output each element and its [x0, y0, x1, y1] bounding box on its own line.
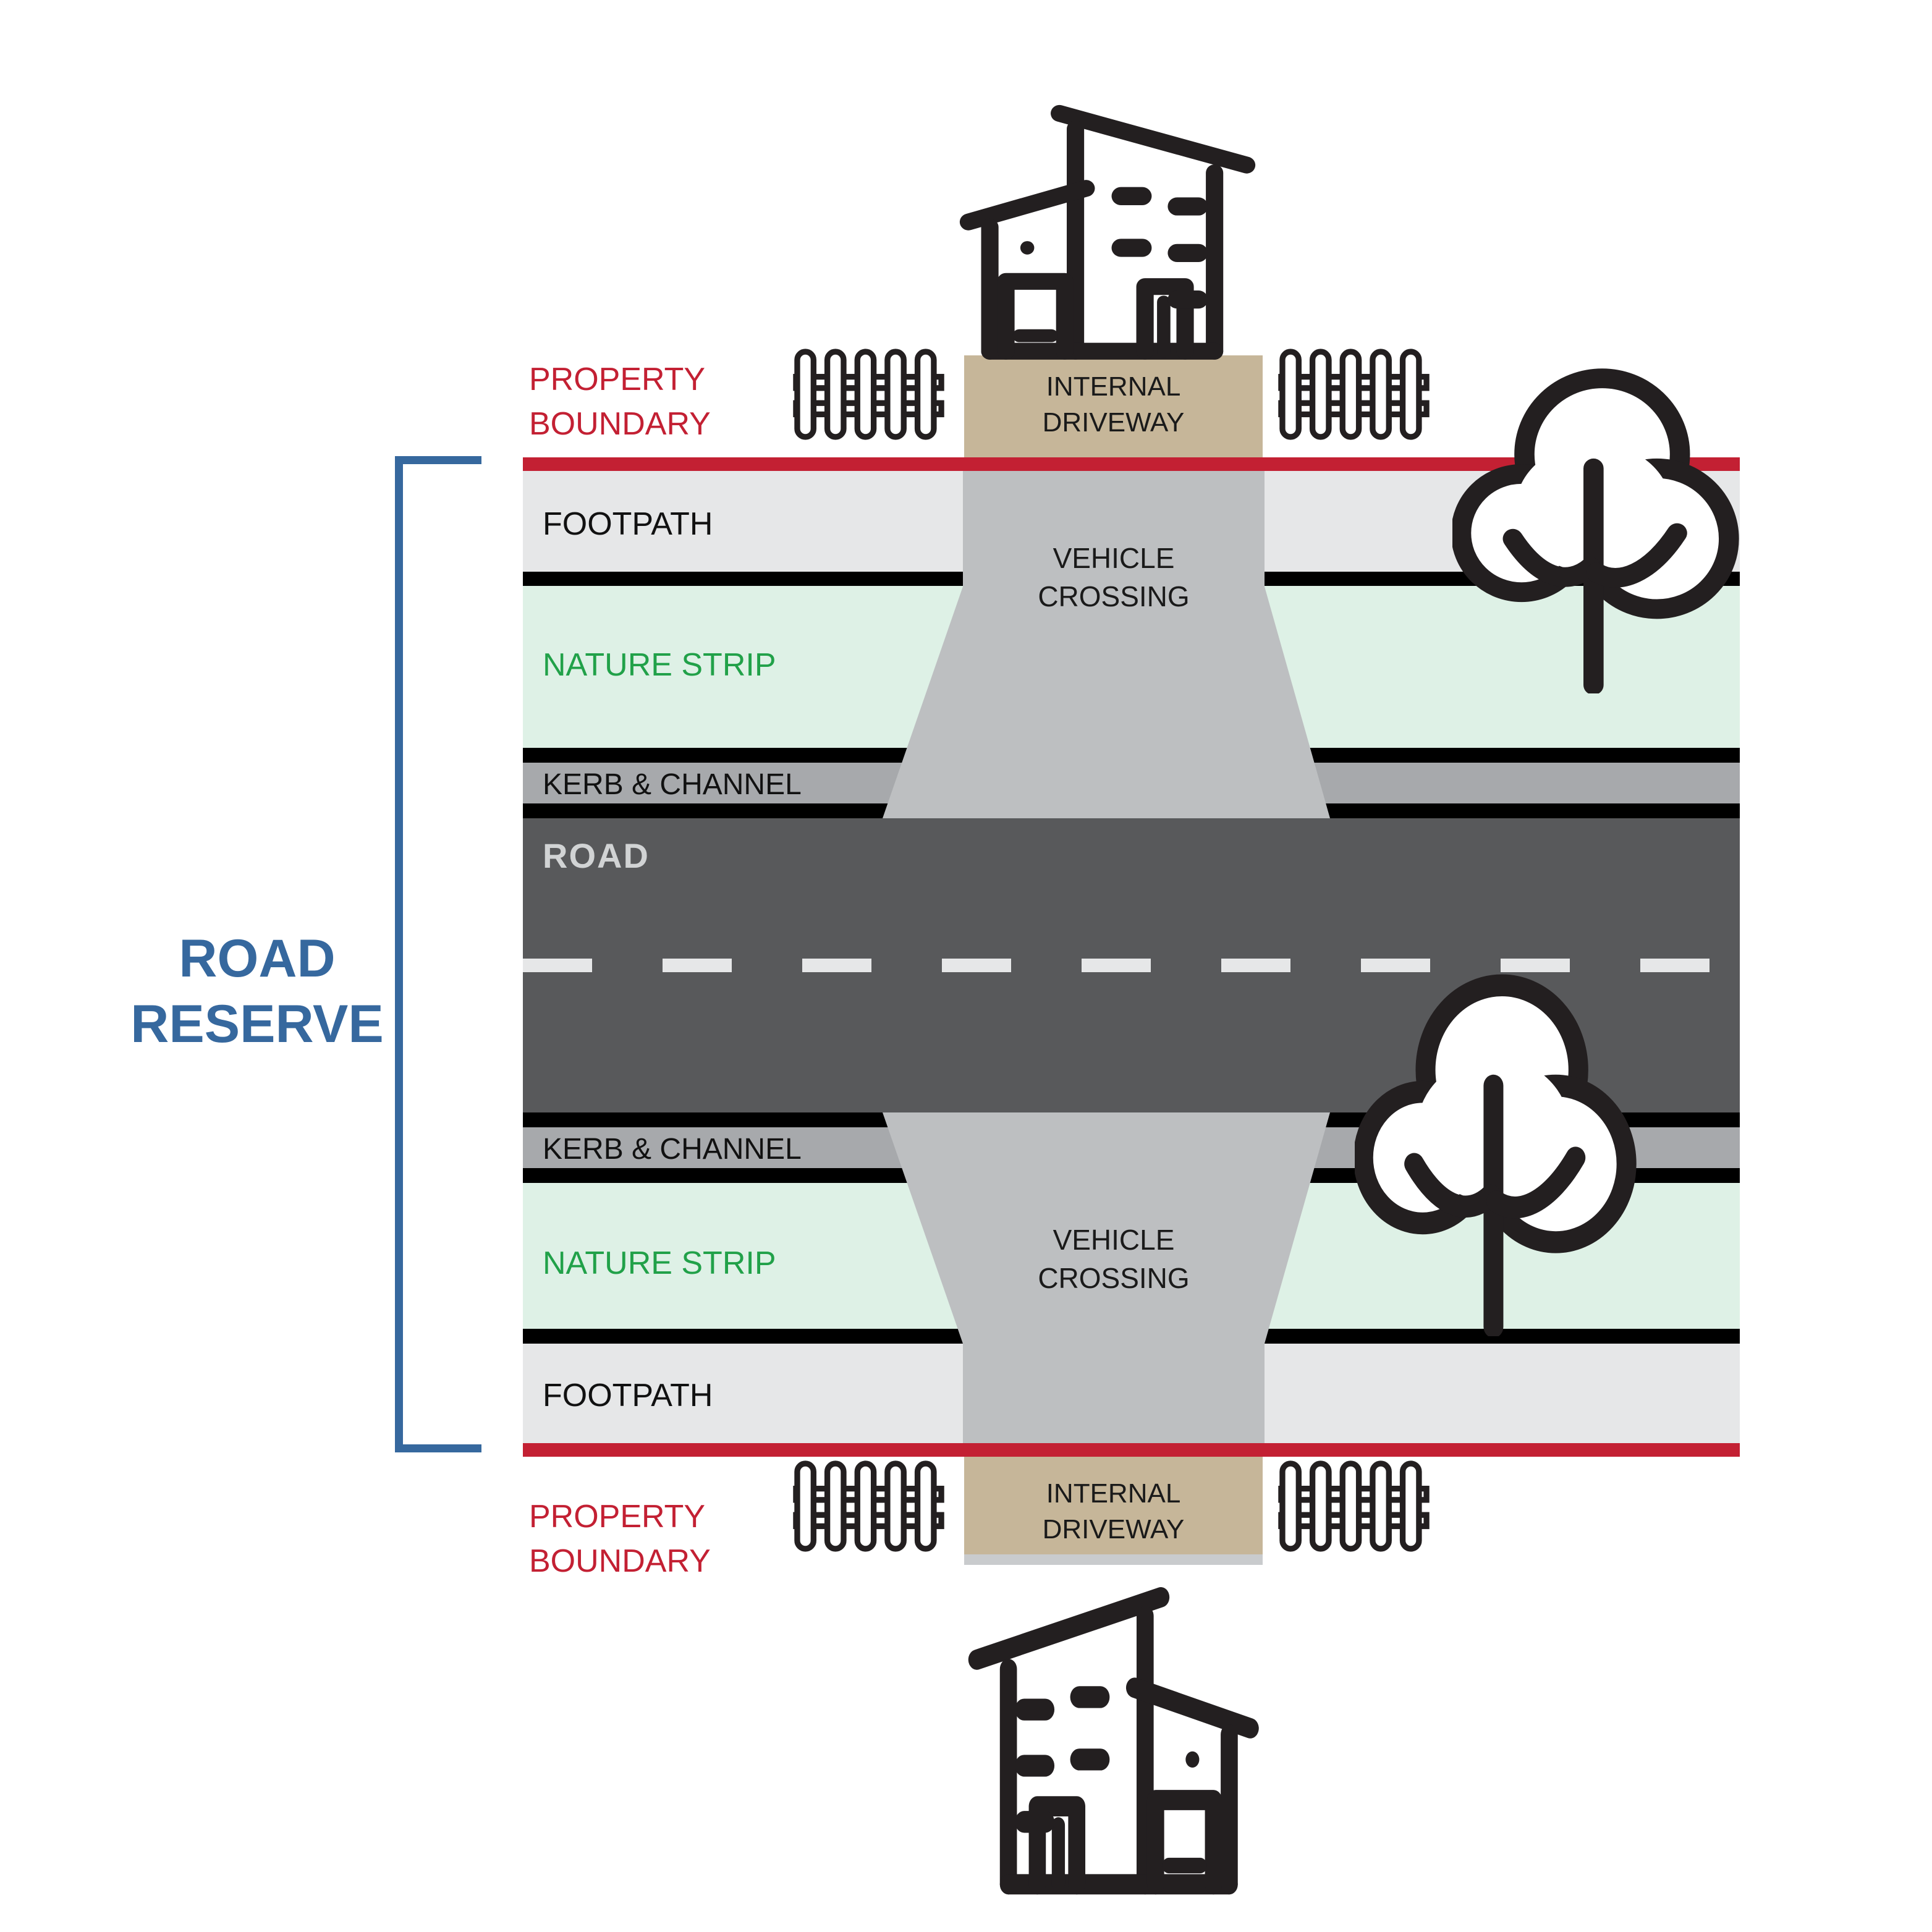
- road-centerline-dashes: [523, 959, 1740, 972]
- property-boundary-label-bottom: PROPERTY BOUNDARY: [529, 1494, 711, 1583]
- footpath-label-top: FOOTPATH: [543, 506, 713, 542]
- property-boundary-line-bottom: [523, 1443, 1740, 1457]
- road-label: ROAD: [543, 836, 650, 875]
- vehicle-crossing-top: [883, 471, 1330, 818]
- footpath-label-bottom: FOOTPATH: [543, 1378, 713, 1413]
- tree-icon: [1355, 974, 1637, 1336]
- vehicle-crossing-bottom: [883, 1112, 1330, 1443]
- property-boundary-line1: PROPERTY: [529, 1499, 706, 1535]
- property-boundary-label-top: PROPERTY BOUNDARY: [529, 357, 711, 446]
- internal-driveway-line1: INTERNAL: [1046, 1478, 1181, 1509]
- vehicle-crossing-line2: CROSSING: [1038, 580, 1190, 612]
- internal-driveway-top: [964, 355, 1263, 457]
- road-reserve-bracket-vertical: [395, 456, 403, 1452]
- fence-icon: [793, 349, 944, 440]
- internal-driveway-label-top: INTERNAL DRIVEWAY: [964, 369, 1263, 441]
- driveway-edge-strip: [964, 1554, 1263, 1565]
- road-reserve-line2: RESERVE: [130, 994, 384, 1054]
- vehicle-crossing-line1: VEHICLE: [1053, 1224, 1175, 1256]
- internal-driveway-label-bottom: INTERNAL DRIVEWAY: [964, 1476, 1263, 1548]
- nature-strip-label-bottom: NATURE STRIP: [543, 1245, 776, 1281]
- internal-driveway-line2: DRIVEWAY: [1042, 407, 1185, 438]
- vehicle-crossing-line2: CROSSING: [1038, 1262, 1190, 1294]
- road-reserve-line1: ROAD: [179, 929, 336, 988]
- property-boundary-line-top: [523, 457, 1740, 471]
- kerb-channel-label-bottom: KERB & CHANNEL: [543, 1133, 802, 1166]
- tree-icon: [1452, 368, 1739, 693]
- house-icon: [959, 104, 1256, 360]
- nature-strip-label-top: NATURE STRIP: [543, 647, 776, 683]
- house-icon: [968, 1587, 1259, 1895]
- road-reserve-bracket-arm-bottom: [395, 1444, 481, 1452]
- vehicle-crossing-label-bottom: VEHICLE CROSSING: [990, 1221, 1237, 1297]
- road-reserve-bracket-arm-top: [395, 456, 481, 464]
- fence-icon: [1278, 1460, 1430, 1552]
- vehicle-crossing-label-top: VEHICLE CROSSING: [990, 539, 1237, 616]
- property-boundary-line1: PROPERTY: [529, 362, 706, 397]
- fence-icon: [793, 1460, 944, 1552]
- fence-icon: [1278, 349, 1430, 440]
- road-reserve-label: ROAD RESERVE: [115, 926, 399, 1057]
- property-boundary-line2: BOUNDARY: [529, 406, 711, 442]
- vehicle-crossing-line1: VEHICLE: [1053, 542, 1175, 574]
- internal-driveway-line2: DRIVEWAY: [1042, 1514, 1185, 1544]
- kerb-channel-label-top: KERB & CHANNEL: [543, 768, 802, 801]
- internal-driveway-line1: INTERNAL: [1046, 371, 1181, 402]
- internal-driveway-bottom: [964, 1457, 1263, 1554]
- property-boundary-line2: BOUNDARY: [529, 1543, 711, 1579]
